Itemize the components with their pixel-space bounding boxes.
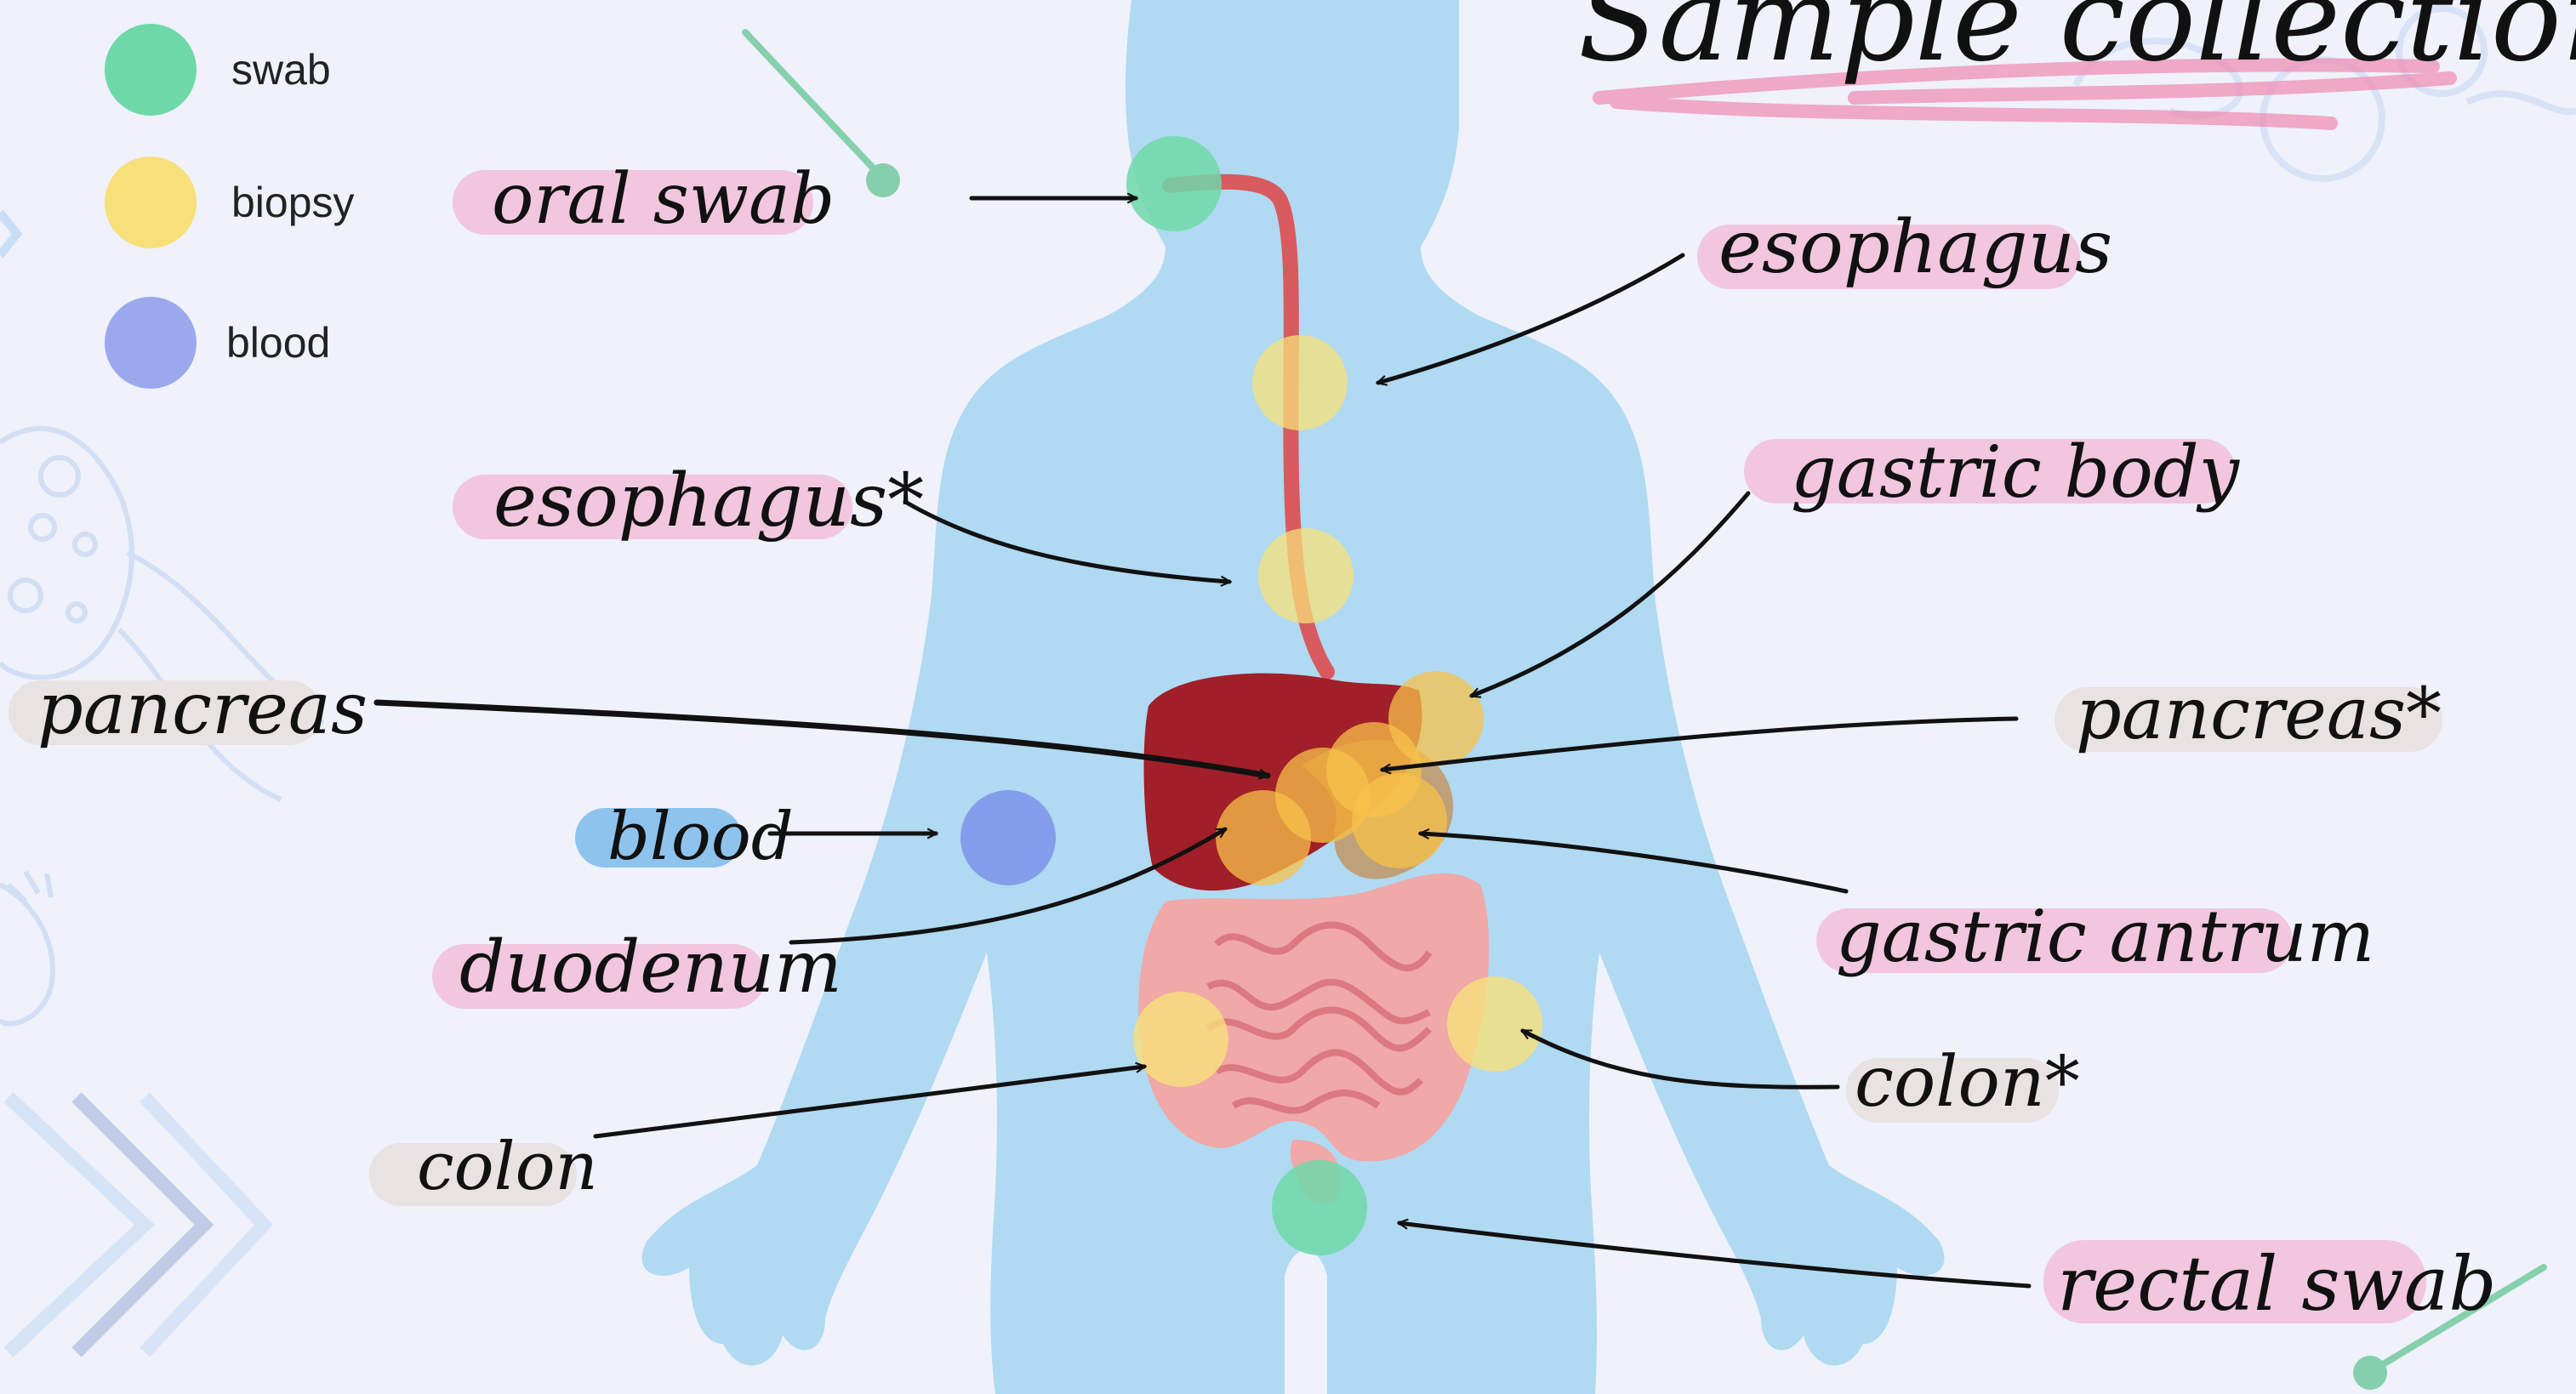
label-oral-swab: oral swab [492, 159, 835, 240]
label-esophagus-left: esophagus* [493, 458, 924, 543]
label-blood: blood [607, 799, 794, 875]
legend-label-blood: blood [226, 319, 330, 367]
legend-swatch-blood [105, 297, 197, 389]
label-esophagus-right: esophagus [1718, 205, 2112, 290]
marker-biopsy-esophagus-upper [1252, 335, 1348, 430]
label-pancreas-left: pancreas [37, 667, 368, 750]
marker-biopsy-duodenum [1216, 790, 1311, 885]
label-duodenum: duodenum [459, 925, 842, 1009]
label-gastric-body: gastric body [1791, 430, 2241, 514]
legend: swab biopsy blood [105, 24, 355, 389]
marker-blood [960, 790, 1056, 885]
page-title: Sample collection [1578, 0, 2576, 88]
label-colon-right: colon* [1855, 1042, 2080, 1123]
title-block: Sample collection [1578, 0, 2576, 123]
legend-swatch-biopsy [105, 156, 197, 248]
marker-biopsy-gastric-antrum [1352, 773, 1447, 868]
label-pancreas-right: pancreas* [2076, 672, 2442, 755]
marker-swab-oral [1126, 136, 1222, 231]
legend-swatch-swab [105, 24, 197, 116]
legend-label-swab: swab [231, 46, 331, 94]
label-rectal-swab: rectal swab [2057, 1240, 2497, 1328]
label-gastric-antrum: gastric antrum [1836, 895, 2374, 978]
legend-label-biopsy: biopsy [231, 179, 355, 226]
label-colon-left: colon [417, 1129, 598, 1205]
marker-biopsy-esophagus-lower [1258, 528, 1354, 623]
marker-biopsy-colon-left [1133, 992, 1228, 1087]
marker-swab-rectal [1272, 1160, 1367, 1255]
marker-biopsy-colon-right [1447, 976, 1542, 1072]
